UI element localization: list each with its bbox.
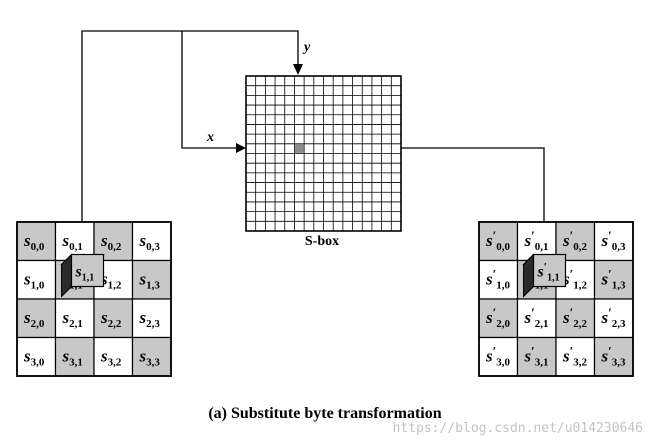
state-cell: s′2,2: [555, 298, 596, 339]
state-cell-box: [593, 259, 634, 300]
state-cell-box: [93, 336, 134, 377]
state-cell: s′2,1: [516, 298, 557, 339]
connector-to-output: [401, 147, 545, 232]
selected-byte-cube: s′1,1: [522, 253, 567, 298]
state-cell-box: [16, 336, 57, 377]
state-cell: s3,3: [131, 336, 172, 377]
state-cell-box: [555, 336, 596, 377]
state-cell-box: [131, 336, 172, 377]
state-cell: s1,0: [16, 259, 57, 300]
connector-to-y: [81, 30, 299, 248]
state-cell-box: [516, 336, 557, 377]
sbox-x-label: x: [206, 130, 214, 145]
state-cell: s′0,1: [516, 221, 557, 262]
state-cell-box: [593, 221, 634, 262]
state-border: [478, 221, 634, 377]
state-cell-box: [516, 298, 557, 339]
state-cell: s2,3: [131, 298, 172, 339]
state-cell: s′0,0: [478, 221, 519, 262]
cube-front-face: [532, 253, 567, 288]
state-cell: s3,2: [93, 336, 134, 377]
state-cell: s2,1: [54, 298, 95, 339]
state-cell: s3,0: [16, 336, 57, 377]
arrowhead-x: [236, 143, 246, 153]
state-cell-box: [593, 298, 634, 339]
state-cell: s′3,2: [555, 336, 596, 377]
state-cell-box: [16, 298, 57, 339]
state-cell: s0,3: [131, 221, 172, 262]
connector-to-x: [181, 31, 238, 149]
state-cell: s′3,0: [478, 336, 519, 377]
sbox-grid: [245, 75, 402, 232]
state-cell: s3,1: [54, 336, 95, 377]
connector-lines: [81, 30, 545, 248]
state-cell-box: [54, 298, 95, 339]
state-cell: s′0,3: [593, 221, 634, 262]
sbox-y-label: y: [302, 40, 311, 55]
state-cell-box: [478, 336, 519, 377]
state-cell: s′2,0: [478, 298, 519, 339]
state-cell: s′2,3: [593, 298, 634, 339]
state-cell: s0,0: [16, 221, 57, 262]
state-cell: s′1,3: [593, 259, 634, 300]
state-cell: s2,2: [93, 298, 134, 339]
input-state-matrix: s0,0s0,1s0,2s0,3s1,0s1,1s1,2s1,3s2,0s2,1…: [16, 221, 172, 377]
sbox-selected-cell: [295, 144, 304, 153]
state-cell-box: [131, 221, 172, 262]
arrowhead-y: [293, 64, 303, 75]
state-cell: s1,3: [131, 259, 172, 300]
sbox-label: S-box: [305, 234, 339, 249]
state-cell: s2,0: [16, 298, 57, 339]
state-cell: s′1,0: [478, 259, 519, 300]
state-border: [16, 221, 172, 377]
state-cell: s′3,1: [516, 336, 557, 377]
state-cell-box: [131, 298, 172, 339]
output-state-matrix: s′0,0s′0,1s′0,2s′0,3s′1,0s′1,1s′1,2s′1,3…: [478, 221, 634, 377]
selected-byte-cube: s1,1: [60, 253, 105, 298]
state-cell: s′3,3: [593, 336, 634, 377]
cube-front-face: [70, 253, 105, 288]
figure-caption: (a) Substitute byte transformation: [208, 405, 441, 422]
watermark-text: https://blog.csdn.net/u014230646: [393, 421, 643, 436]
